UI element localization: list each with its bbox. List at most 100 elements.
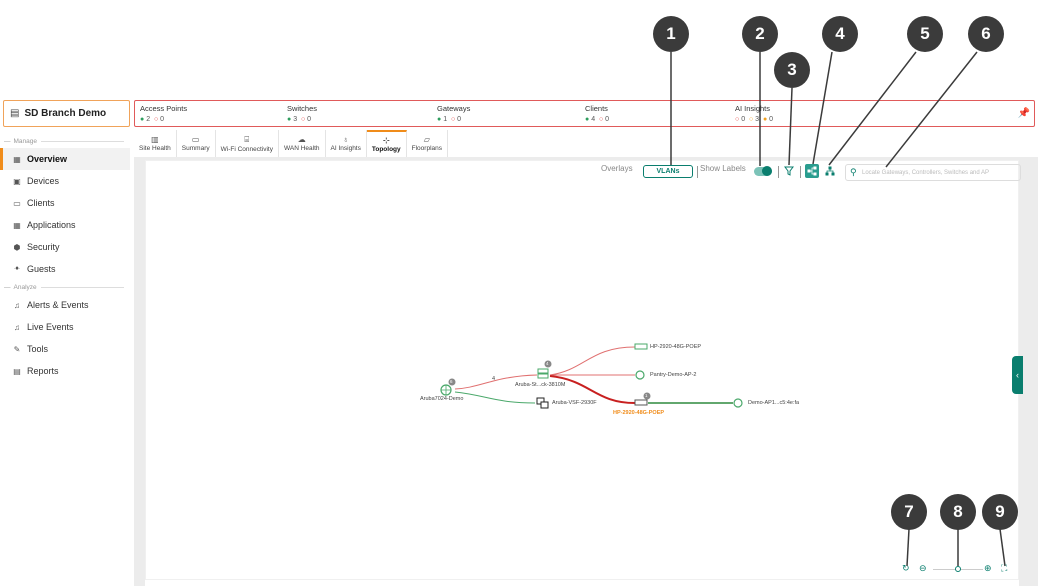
- tab-label: Site Health: [139, 145, 171, 152]
- reset-icon[interactable]: ↻: [902, 563, 910, 573]
- summary-access-points[interactable]: Access Points ● 2 ○ 0: [140, 104, 188, 123]
- switch-top-label: HP-2920-48G-POEP: [650, 344, 702, 350]
- topology-canvas[interactable]: [145, 160, 1019, 580]
- summary-switches[interactable]: Switches ● 3 ○ 0: [287, 104, 318, 123]
- tab-ai-insights[interactable]: ♁AI Insights: [326, 130, 367, 157]
- tab-label: Wi-Fi Connectivity: [220, 145, 273, 153]
- section-label-analyze: — Analyze: [0, 280, 130, 294]
- tab-site-health[interactable]: ▥Site Health: [134, 130, 177, 157]
- summary-count-down: 0: [605, 116, 610, 123]
- summary-label: Gateways: [437, 104, 471, 113]
- callout-7: 7: [891, 494, 927, 530]
- site-name: SD Branch Demo: [24, 108, 107, 119]
- sidebar-item-label: Devices: [27, 176, 60, 186]
- horizontal-layout-icon[interactable]: [805, 164, 819, 178]
- zoom-in-icon[interactable]: ⊕: [984, 563, 992, 573]
- tab-summary[interactable]: ▭Summary: [177, 130, 216, 157]
- sidebar-item-label: Clients: [27, 198, 55, 208]
- section-label-manage: — Manage: [0, 134, 130, 148]
- tab-wan-health[interactable]: ☁WAN Health: [279, 130, 326, 157]
- cloud-icon: ☁: [297, 135, 306, 144]
- sidebar-item-label: Overview: [27, 154, 68, 164]
- summary-clients[interactable]: Clients ● 4 ○ 0: [585, 104, 610, 123]
- floorplan-icon: ▱: [423, 135, 430, 144]
- show-labels-toggle[interactable]: [754, 166, 772, 176]
- sidebar-item-label: Reports: [27, 366, 59, 376]
- shield-icon: ⬢: [13, 242, 21, 252]
- sidebar-item-live-events[interactable]: ♫Live Events: [0, 316, 130, 338]
- pin-icon[interactable]: 📌: [1017, 108, 1030, 119]
- canvas-frame-right: [1019, 157, 1038, 586]
- switch-stack-badge: 4: [546, 361, 549, 366]
- tab-topology[interactable]: ⊹Topology: [366, 130, 407, 157]
- filter-icon[interactable]: [782, 164, 796, 178]
- summary-count-up: 4: [591, 116, 596, 123]
- bell-icon: ♫: [14, 300, 20, 310]
- callout-6: 6: [968, 16, 1004, 52]
- tab-label: WAN Health: [283, 145, 320, 152]
- toolbar-separator: [800, 166, 801, 178]
- laptop-icon: ▭: [13, 198, 21, 208]
- vertical-layout-icon[interactable]: [823, 164, 837, 178]
- locate-search-input[interactable]: ⚲ Locate Gateways, Controllers, Switches…: [845, 164, 1021, 181]
- ap-bottom-label: Demo-AP1...c5:4e:fa: [748, 400, 800, 406]
- callout-1: 1: [653, 16, 689, 52]
- summary-label: Clients: [585, 104, 608, 113]
- switch-bottom-badge: 1: [645, 393, 648, 398]
- sidebar-item-label: Security: [27, 242, 60, 252]
- summary-count-down: 0: [160, 116, 165, 123]
- grid-icon: ▦: [13, 154, 21, 164]
- plug-icon: ⌸: [244, 134, 250, 144]
- sidebar-item-label: Guests: [27, 264, 56, 274]
- building-icon: ▥: [151, 135, 159, 144]
- zoom-out-icon[interactable]: ⊖: [919, 563, 927, 573]
- sidebar-item-tools[interactable]: ✎ Tools: [0, 338, 130, 360]
- sidebar-item-clients[interactable]: ▭ Clients: [0, 192, 130, 214]
- toolbar-separator: [778, 166, 779, 178]
- wrench-icon: ✎: [13, 344, 21, 354]
- sidebar-item-reports[interactable]: ▤ Reports: [0, 360, 130, 382]
- report-icon: ▤: [13, 366, 21, 376]
- monitor-icon: ▭: [191, 135, 200, 144]
- summary-ai-insights[interactable]: AI Insights ○ 0 ○ 3 ● 0: [735, 104, 774, 123]
- device-icon: ▣: [13, 176, 21, 186]
- tab-wifi-connectivity[interactable]: ⌸Wi-Fi Connectivity: [216, 130, 279, 157]
- fullscreen-icon[interactable]: ⛶: [1001, 563, 1008, 573]
- zoom-slider-handle[interactable]: [955, 566, 961, 572]
- tab-floorplans[interactable]: ▱Floorplans: [407, 130, 448, 157]
- summary-count-up: 2: [146, 116, 151, 123]
- tab-label: Summary: [181, 145, 210, 152]
- sidebar-item-devices[interactable]: ▣ Devices: [0, 170, 130, 192]
- sidebar-item-overview[interactable]: ▦ Overview: [0, 148, 130, 170]
- canvas-frame-top: [134, 157, 1038, 160]
- location-pin-icon: ⚲: [850, 167, 857, 177]
- sidebar-item-applications[interactable]: ▦ Applications: [0, 214, 130, 236]
- sidebar-item-label: Tools: [27, 344, 49, 354]
- tab-label: AI Insights: [330, 145, 361, 152]
- vlans-button[interactable]: VLANs: [643, 165, 693, 178]
- show-labels-label: Show Labels: [700, 164, 746, 173]
- callout-3: 3: [774, 52, 810, 88]
- overlays-label: Overlays: [601, 164, 633, 173]
- summary-gateways[interactable]: Gateways ● 1 ○ 0: [437, 104, 471, 123]
- sidebar-item-label: Applications: [27, 220, 76, 230]
- tab-bar: ▥Site Health ▭Summary ⌸Wi-Fi Connectivit…: [134, 130, 448, 157]
- summary-count-up: 3: [293, 116, 298, 123]
- site-selector[interactable]: ▤ SD Branch Demo: [3, 100, 130, 127]
- tab-label: Topology: [371, 146, 401, 153]
- sidebar-item-alerts-events[interactable]: ♫Alerts & Events: [0, 294, 130, 316]
- summary-label: Access Points: [140, 104, 188, 113]
- ap-mid-label: Pantry-Demo-AP-2: [650, 372, 697, 378]
- gateway-label: Aruba7024-Demo: [420, 396, 464, 402]
- summary-count-down: 0: [457, 116, 462, 123]
- callout-5: 5: [907, 16, 943, 52]
- link-count-label: 4: [492, 376, 496, 382]
- sidebar-item-label: Live Events: [27, 322, 74, 332]
- apps-icon: ▦: [13, 220, 21, 230]
- sidebar-item-security[interactable]: ⬢ Security: [0, 236, 130, 258]
- lightbulb-icon: ♁: [342, 135, 349, 144]
- collapse-panel-button[interactable]: ‹: [1012, 356, 1023, 394]
- summary-count-down: 0: [307, 116, 312, 123]
- toolbar-separator: [697, 166, 698, 178]
